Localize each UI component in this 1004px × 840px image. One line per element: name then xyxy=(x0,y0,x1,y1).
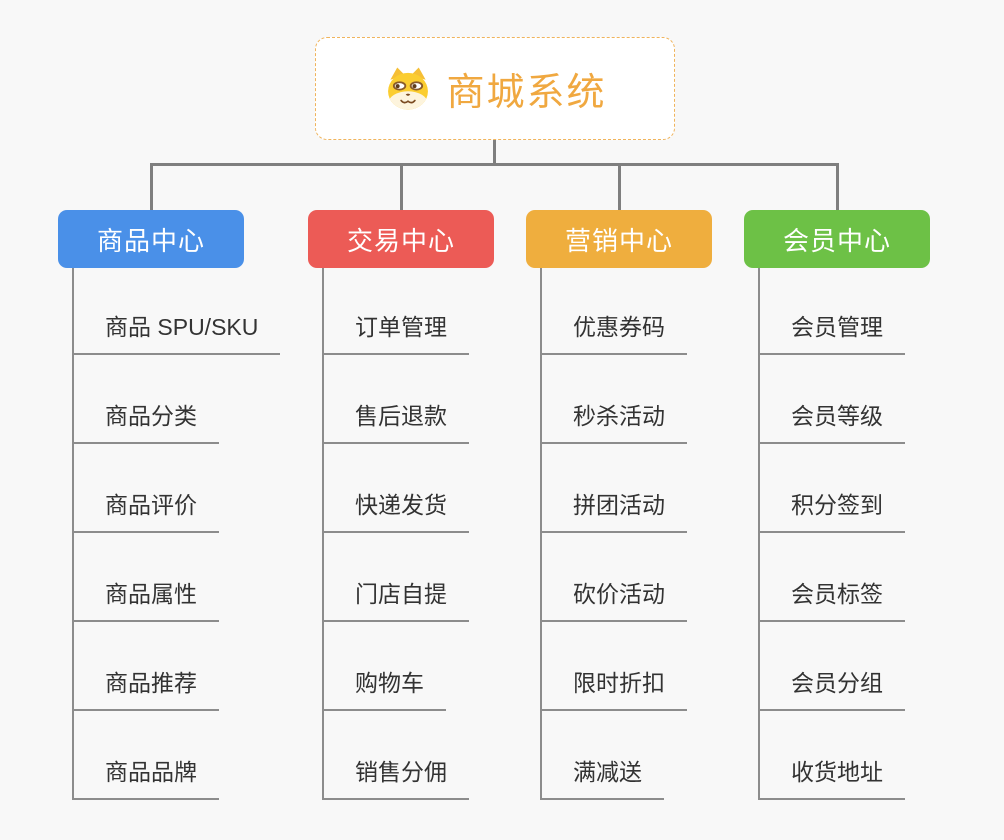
mindmap-item[interactable]: 秒杀活动 xyxy=(540,402,687,444)
connector-bus xyxy=(150,163,839,166)
connector-column-trunk xyxy=(540,268,542,800)
mindmap-item[interactable]: 会员标签 xyxy=(758,580,905,622)
branch-header-marketing-center[interactable]: 营销中心 xyxy=(526,210,712,268)
mindmap-item[interactable]: 会员管理 xyxy=(758,313,905,355)
connector-column-trunk xyxy=(322,268,324,800)
connector-drop-trade-center xyxy=(400,166,403,210)
mindmap-item[interactable]: 购物车 xyxy=(322,669,446,711)
mindmap-item[interactable]: 售后退款 xyxy=(322,402,469,444)
mindmap-item[interactable]: 积分签到 xyxy=(758,491,905,533)
mindmap-item[interactable]: 拼团活动 xyxy=(540,491,687,533)
mindmap-item[interactable]: 满减送 xyxy=(540,758,664,800)
connector-drop-marketing-center xyxy=(618,166,621,210)
mindmap-item[interactable]: 订单管理 xyxy=(322,313,469,355)
branch-items-trade-center: 订单管理 售后退款 快递发货 门店自提 购物车 销售分佣 xyxy=(322,268,564,802)
branch-items-marketing-center: 优惠券码 秒杀活动 拼团活动 砍价活动 限时折扣 满减送 xyxy=(540,268,782,802)
mindmap-item[interactable]: 商品评价 xyxy=(72,491,219,533)
connector-column-trunk xyxy=(758,268,760,800)
mindmap-item[interactable]: 商品品牌 xyxy=(72,758,219,800)
connector-drop-product-center xyxy=(150,166,153,210)
branch-header-trade-center[interactable]: 交易中心 xyxy=(308,210,494,268)
branch-header-product-center[interactable]: 商品中心 xyxy=(58,210,244,268)
mindmap-item[interactable]: 门店自提 xyxy=(322,580,469,622)
mindmap-item[interactable]: 商品属性 xyxy=(72,580,219,622)
mindmap-item[interactable]: 优惠券码 xyxy=(540,313,687,355)
branch-items-product-center: 商品 SPU/SKU 商品分类 商品评价 商品属性 商品推荐 商品品牌 xyxy=(72,268,314,802)
mindmap-item[interactable]: 商品 SPU/SKU xyxy=(72,313,281,355)
root-title: 商城系统 xyxy=(446,72,607,114)
branch-header-member-center[interactable]: 会员中心 xyxy=(744,210,930,268)
mindmap-item[interactable]: 会员等级 xyxy=(758,402,905,444)
root-node[interactable]: 商城系统 xyxy=(315,37,675,140)
connector-drop-member-center xyxy=(836,166,839,210)
mindmap-item[interactable]: 限时折扣 xyxy=(540,669,687,711)
branch-items-member-center: 会员管理 会员等级 积分签到 会员标签 会员分组 收货地址 xyxy=(758,268,1000,802)
mindmap-item[interactable]: 商品分类 xyxy=(72,402,219,444)
mindmap-item[interactable]: 砍价活动 xyxy=(540,580,687,622)
mindmap-item[interactable]: 商品推荐 xyxy=(72,669,219,711)
connector-column-trunk xyxy=(72,268,74,800)
mindmap-item[interactable]: 快递发货 xyxy=(322,491,469,533)
mindmap-item[interactable]: 销售分佣 xyxy=(322,758,469,800)
mindmap-item[interactable]: 收货地址 xyxy=(758,758,905,800)
connector-root-trunk xyxy=(493,140,496,166)
shiba-dog-icon xyxy=(388,67,429,110)
mindmap-item[interactable]: 会员分组 xyxy=(758,669,905,711)
